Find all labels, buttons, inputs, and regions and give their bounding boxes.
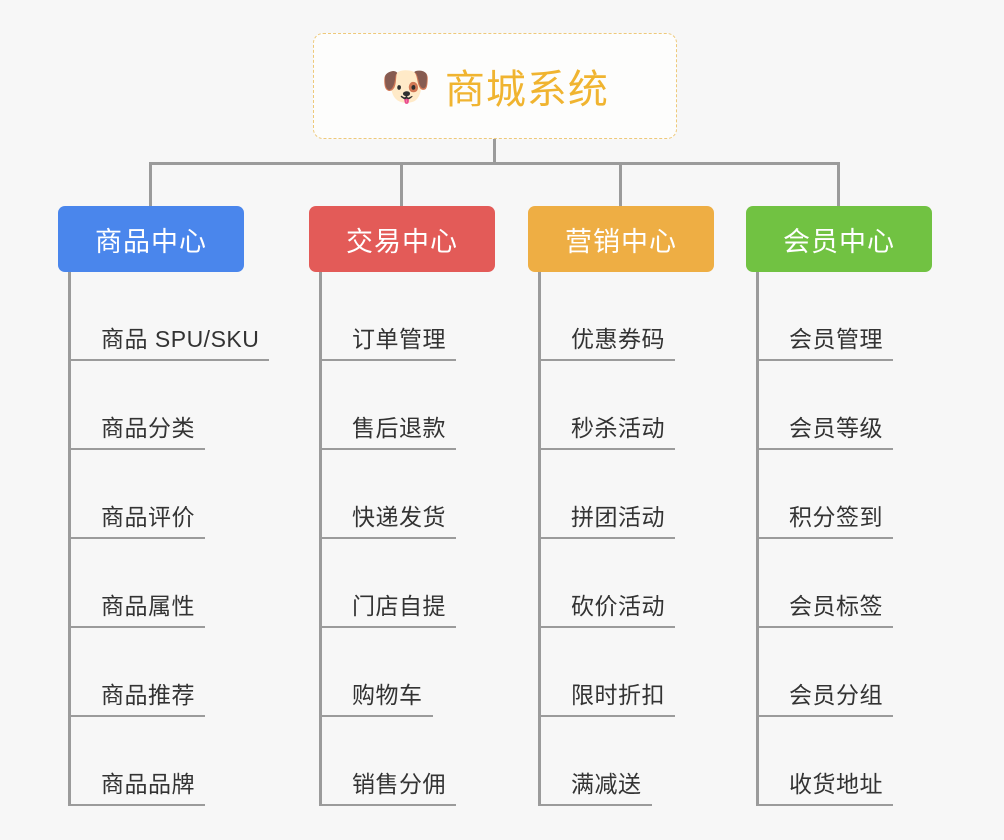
category-title-4: 会员中心 <box>783 226 895 257</box>
category-header-1[interactable]: 商品中心 <box>58 206 244 272</box>
list-item[interactable]: 商品评价 <box>71 450 244 539</box>
list-item[interactable]: 商品品牌 <box>71 717 244 806</box>
list-item[interactable]: 拼团活动 <box>541 450 714 539</box>
list-item[interactable]: 售后退款 <box>322 361 495 450</box>
item-list-4: 会员管理 会员等级 积分签到 会员标签 会员分组 收货地址 <box>756 272 932 806</box>
branch-column-4: 会员中心 会员管理 会员等级 积分签到 会员标签 会员分组 收货地址 <box>746 206 932 806</box>
list-item[interactable]: 订单管理 <box>322 272 495 361</box>
connector-drop-4 <box>837 162 840 206</box>
list-item[interactable]: 积分签到 <box>759 450 932 539</box>
item-label: 商品品牌 <box>101 771 195 797</box>
item-label: 商品评价 <box>101 504 195 530</box>
item-label: 砍价活动 <box>571 593 665 619</box>
item-label: 销售分佣 <box>352 771 446 797</box>
list-item[interactable]: 秒杀活动 <box>541 361 714 450</box>
item-label: 商品推荐 <box>101 682 195 708</box>
item-list-3: 优惠券码 秒杀活动 拼团活动 砍价活动 限时折扣 满减送 <box>538 272 714 806</box>
category-title-3: 营销中心 <box>565 226 677 257</box>
item-label: 商品分类 <box>101 415 195 441</box>
item-label: 秒杀活动 <box>571 415 665 441</box>
list-item[interactable]: 商品推荐 <box>71 628 244 717</box>
branch-column-1: 商品中心 商品 SPU/SKU 商品分类 商品评价 商品属性 商品推荐 商品品牌 <box>58 206 270 806</box>
list-item[interactable]: 会员分组 <box>759 628 932 717</box>
connector-horizontal-bus <box>149 162 840 165</box>
item-label: 会员管理 <box>789 326 883 352</box>
connector-drop-2 <box>400 162 403 206</box>
list-item[interactable]: 会员等级 <box>759 361 932 450</box>
list-item[interactable]: 销售分佣 <box>322 717 495 806</box>
connector-root-vertical <box>493 139 496 165</box>
category-header-4[interactable]: 会员中心 <box>746 206 932 272</box>
item-label: 售后退款 <box>352 415 446 441</box>
item-label: 会员标签 <box>789 593 883 619</box>
item-label: 限时折扣 <box>571 682 665 708</box>
item-label: 门店自提 <box>352 593 446 619</box>
list-item[interactable]: 会员标签 <box>759 539 932 628</box>
category-title-1: 商品中心 <box>95 226 207 257</box>
category-title-2: 交易中心 <box>346 226 458 257</box>
shiba-dog-face-icon: 🐶 <box>381 65 431 109</box>
list-item[interactable]: 商品分类 <box>71 361 244 450</box>
item-list-1: 商品 SPU/SKU 商品分类 商品评价 商品属性 商品推荐 商品品牌 <box>68 272 270 806</box>
list-item[interactable]: 商品 SPU/SKU <box>71 272 270 361</box>
item-label: 商品属性 <box>101 593 195 619</box>
item-label: 积分签到 <box>789 504 883 530</box>
connector-drop-3 <box>619 162 622 206</box>
item-label: 满减送 <box>571 771 642 797</box>
item-label: 拼团活动 <box>571 504 665 530</box>
item-label: 商品 SPU/SKU <box>101 326 260 352</box>
list-item[interactable]: 会员管理 <box>759 272 932 361</box>
category-header-2[interactable]: 交易中心 <box>309 206 495 272</box>
item-label: 优惠券码 <box>571 326 665 352</box>
branch-column-3: 营销中心 优惠券码 秒杀活动 拼团活动 砍价活动 限时折扣 满减送 <box>528 206 714 806</box>
list-item[interactable]: 满减送 <box>541 717 714 806</box>
list-item[interactable]: 快递发货 <box>322 450 495 539</box>
item-list-2: 订单管理 售后退款 快递发货 门店自提 购物车 销售分佣 <box>319 272 495 806</box>
item-label: 购物车 <box>352 682 423 708</box>
list-item[interactable]: 砍价活动 <box>541 539 714 628</box>
list-item[interactable]: 收货地址 <box>759 717 932 806</box>
list-item[interactable]: 优惠券码 <box>541 272 714 361</box>
category-header-3[interactable]: 营销中心 <box>528 206 714 272</box>
item-label: 会员分组 <box>789 682 883 708</box>
item-label: 订单管理 <box>352 326 446 352</box>
list-item[interactable]: 门店自提 <box>322 539 495 628</box>
branch-column-2: 交易中心 订单管理 售后退款 快递发货 门店自提 购物车 销售分佣 <box>309 206 495 806</box>
item-label: 收货地址 <box>789 771 883 797</box>
root-node[interactable]: 🐶 商城系统 <box>313 33 677 139</box>
list-item[interactable]: 商品属性 <box>71 539 244 628</box>
list-item[interactable]: 购物车 <box>322 628 495 717</box>
item-label: 快递发货 <box>352 504 446 530</box>
root-title: 商城系统 <box>444 68 609 112</box>
connector-drop-1 <box>149 162 152 206</box>
item-label: 会员等级 <box>789 415 883 441</box>
list-item[interactable]: 限时折扣 <box>541 628 714 717</box>
